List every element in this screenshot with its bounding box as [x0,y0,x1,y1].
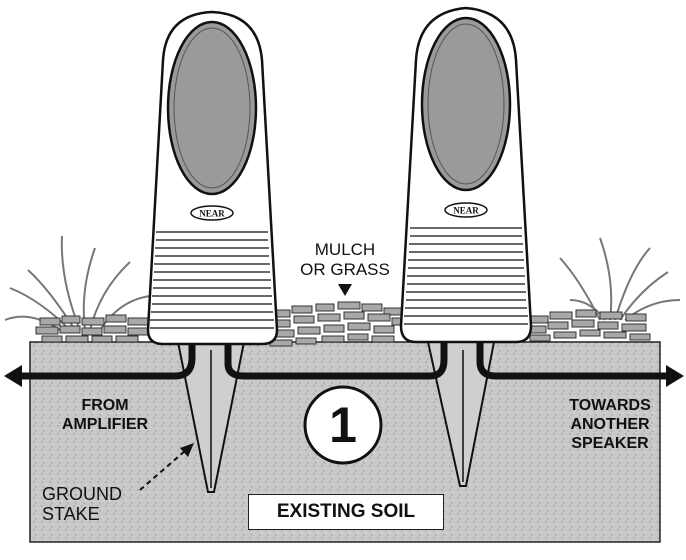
speaker-logo-right: NEAR [444,202,488,218]
mulch-label: MULCH OR GRASS [300,240,390,280]
arrow-right-icon [666,365,684,387]
speaker-left: NEAR [146,10,279,346]
speaker-right: NEAR [399,6,533,344]
speaker-logo-left: NEAR [190,205,234,221]
step-number: 1 [329,397,357,453]
towards-speaker-label: TOWARDS ANOTHER SPEAKER [569,397,651,452]
svg-text:NEAR: NEAR [199,209,225,219]
from-amplifier-label: FROM AMPLIFIER [61,397,149,433]
svg-text:NEAR: NEAR [453,206,479,216]
speaker-cable [20,340,668,380]
existing-soil-box: EXISTING SOIL [248,494,444,530]
stake-pointer-icon [139,443,194,491]
mulch-pointer-icon [338,284,352,296]
mulch-layer [35,301,651,347]
arrow-left-icon [4,365,22,387]
grass-right [559,237,681,321]
speaker-grille [166,20,258,196]
ground-stake-label: GROUND STAKE [42,484,122,525]
speaker-grille [420,16,512,192]
step-number-circle [303,385,383,465]
existing-soil-label: EXISTING SOIL [276,501,416,522]
